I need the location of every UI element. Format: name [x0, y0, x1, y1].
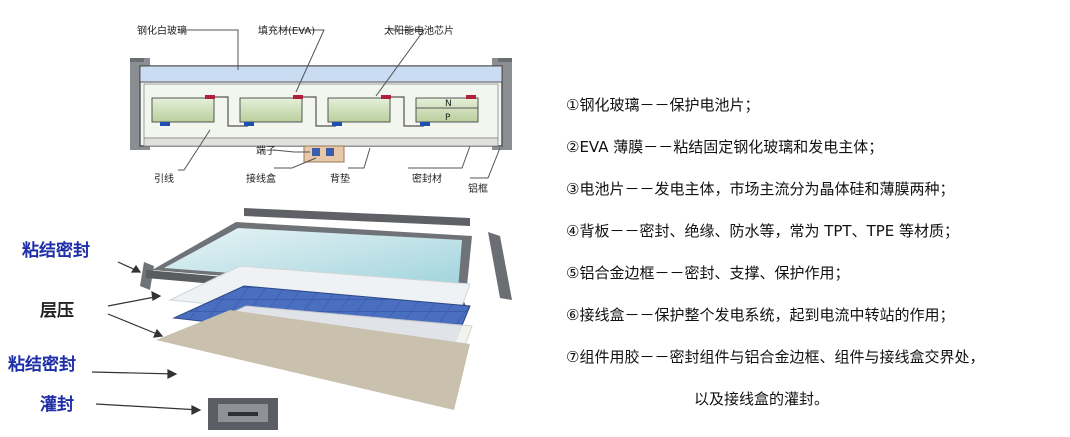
- bond-seal-label-bottom: 粘结密封: [8, 354, 76, 375]
- laminate-label: 层压: [40, 301, 74, 321]
- lead-label: 引线: [154, 172, 174, 185]
- sealant-label: 密封材: [412, 172, 442, 185]
- description-adhesive-continued: 以及接线盒的灌封。: [694, 390, 830, 408]
- cell: [239, 97, 303, 123]
- description-frame: ⑤铝合金边框－－密封、支撑、保护作用；: [566, 264, 850, 282]
- contact-red: [293, 95, 303, 99]
- frame-top-lip-right: [498, 58, 512, 62]
- contact-red: [205, 95, 215, 99]
- contact-blue: [420, 122, 430, 126]
- glass-label: 钢化白玻璃: [137, 24, 187, 37]
- description-eva: ②EVA 薄膜－－粘结固定钢化玻璃和发电主体；: [566, 138, 884, 156]
- junction-terminal: [312, 148, 320, 156]
- terminal-label: 端子: [256, 144, 276, 157]
- frame-top-bar: [244, 208, 470, 226]
- solar-module-diagram: N P 钢化白玻璃 填充材(EVA) 太阳能电池芯片 端子 引线 接线盒 背垫 …: [8, 24, 512, 430]
- exploded-view: 粘结密封 层压 粘结密封 灌封: [8, 208, 512, 430]
- description-junction-box: ⑥接线盒－－保护整个发电系统，起到电流中转站的作用；: [566, 306, 955, 324]
- frame-label: 铝框: [468, 182, 488, 195]
- n-label: N: [445, 99, 452, 109]
- ribbon: [381, 96, 424, 127]
- ribbon: [205, 96, 248, 127]
- eva-label: 填充材(EVA): [258, 24, 315, 37]
- description-cells: ③电池片－－发电主体，市场主流分为晶体硅和薄膜两种；: [566, 180, 955, 198]
- potting-label: 灌封: [40, 394, 74, 415]
- arrows: [91, 261, 202, 415]
- contact-blue: [244, 122, 254, 126]
- contact-red: [466, 95, 476, 99]
- backsheet: [156, 310, 470, 410]
- leader-lines: [178, 29, 501, 179]
- backsheet-layer: [143, 137, 499, 147]
- glass-layer: [139, 65, 503, 83]
- junction-box: [303, 145, 345, 163]
- cell-row: [151, 95, 479, 127]
- bond-seal-label-top: 粘结密封: [22, 240, 90, 261]
- p-label: P: [445, 113, 451, 123]
- description-backsheet: ④背板－－密封、绝缘、防水等，常为 TPT、TPE 等材质；: [566, 222, 960, 240]
- cross-section: N P 钢化白玻璃 填充材(EVA) 太阳能电池芯片 端子 引线 接线盒 背垫 …: [130, 24, 512, 195]
- glass-panel: [164, 228, 462, 290]
- junction-terminal: [326, 148, 334, 156]
- cell: [151, 97, 215, 123]
- cell: [327, 97, 391, 123]
- contact-blue: [160, 122, 170, 126]
- description-adhesive: ⑦组件用胶－－密封组件与铝合金边框、组件与接线盒交界处，: [566, 348, 985, 366]
- cell: [415, 97, 479, 123]
- contact-red: [381, 95, 391, 99]
- junction-box-wire: [228, 412, 258, 416]
- frame-right-bar: [488, 232, 512, 300]
- contact-blue: [332, 122, 342, 126]
- description-glass: ①钢化玻璃－－保护电池片；: [566, 96, 760, 114]
- backsheet-label: 背垫: [330, 172, 350, 185]
- component-description-list: ①钢化玻璃－－保护电池片； ②EVA 薄膜－－粘结固定钢化玻璃和发电主体； ③电…: [566, 84, 1066, 420]
- junction-box-label: 接线盒: [246, 172, 276, 185]
- frame-top-lip-left: [130, 58, 144, 62]
- cells-label: 太阳能电池芯片: [384, 24, 454, 37]
- ribbon: [293, 96, 336, 127]
